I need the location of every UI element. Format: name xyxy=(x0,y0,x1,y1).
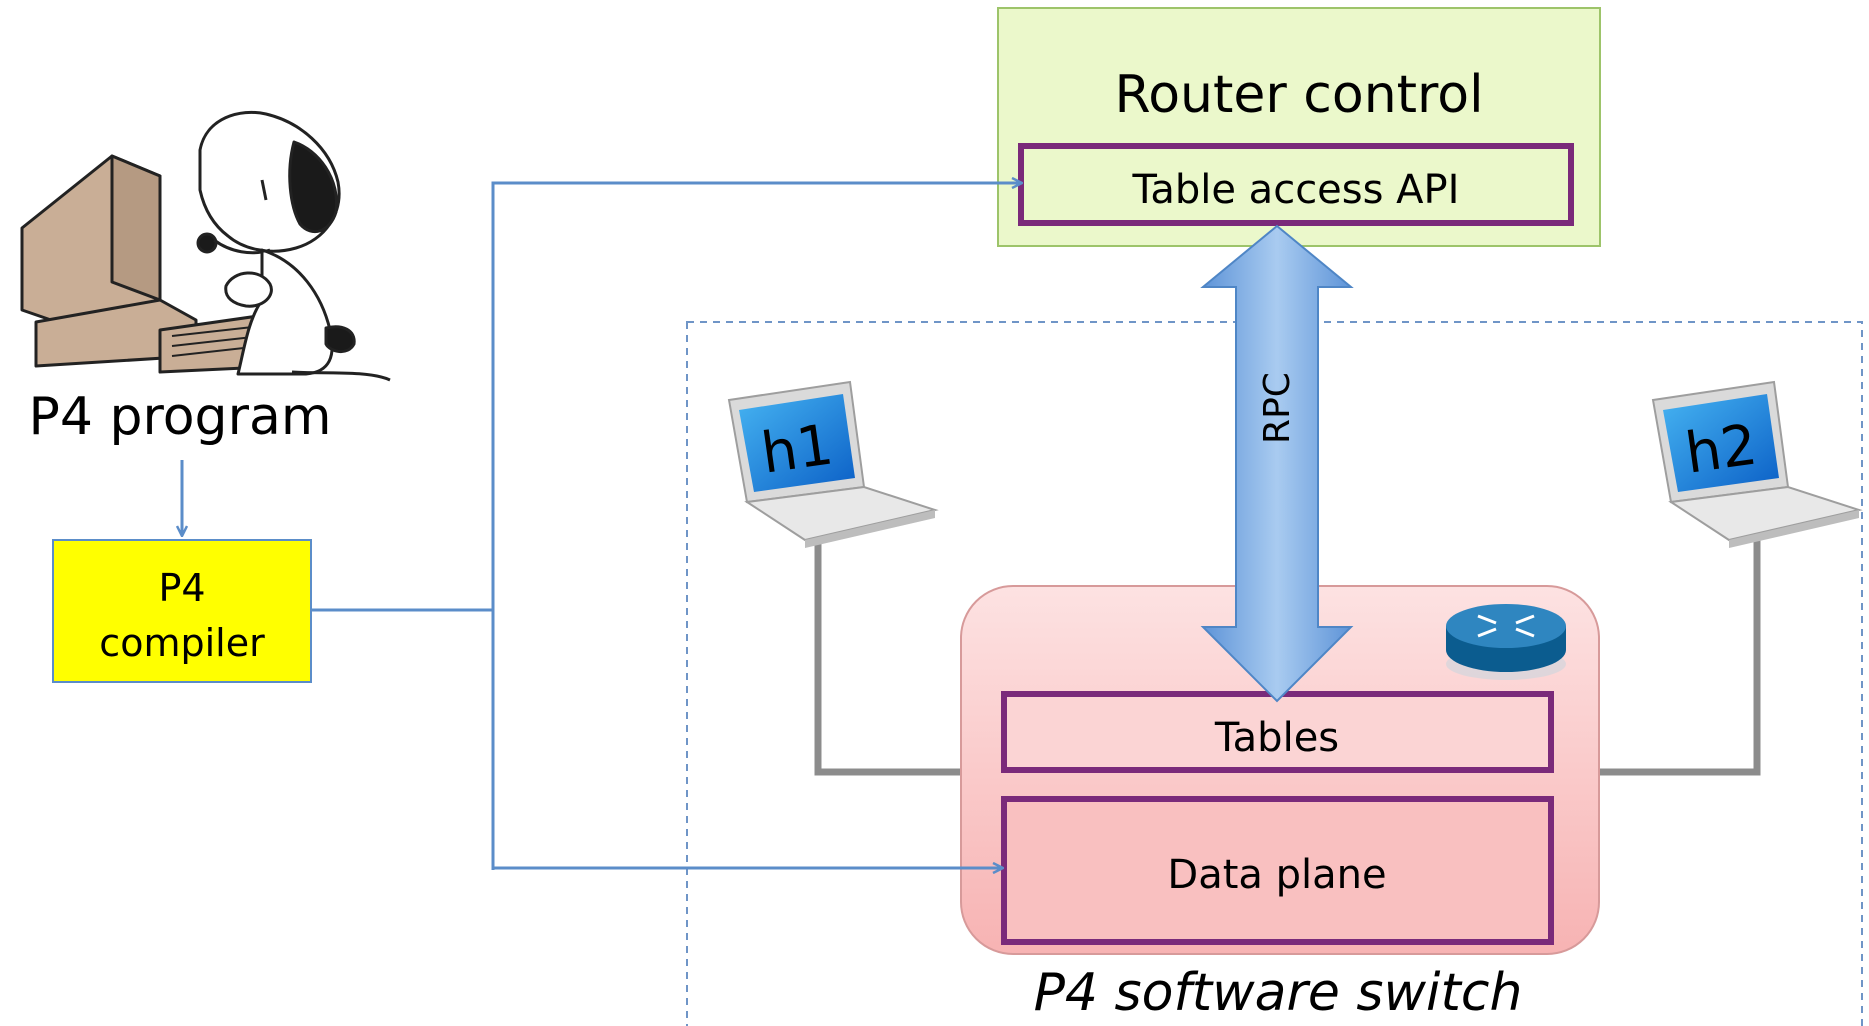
to-router-control-arrow xyxy=(491,183,1022,870)
data-plane-label: Data plane xyxy=(1167,852,1386,898)
router-icon xyxy=(1446,604,1566,680)
data-plane-box[interactable]: Data plane xyxy=(1001,796,1554,945)
rpc-label: RPC xyxy=(1257,372,1298,444)
rpc-double-arrow: RPC xyxy=(1200,224,1354,703)
router-control-title: Router control xyxy=(1114,65,1483,125)
switch-caption: P4 software switch xyxy=(1034,963,1523,1023)
tables-label: Tables xyxy=(1214,715,1339,761)
host-wires xyxy=(814,540,1761,776)
p4-compiler-box[interactable]: P4 compiler xyxy=(52,539,312,683)
p4-compiler-label-line1: P4 xyxy=(158,566,205,610)
programmer-illustration xyxy=(20,110,391,382)
table-access-api[interactable]: Table access API xyxy=(1018,143,1574,226)
flow-arrows xyxy=(182,183,1022,870)
p4-compiler-label-line2: compiler xyxy=(99,621,265,665)
host-h1-label: h1 xyxy=(757,412,836,486)
p4-program-label: P4 program xyxy=(29,387,332,447)
host-h2-label: h2 xyxy=(1681,412,1760,486)
host-h2[interactable]: h2 xyxy=(1651,380,1863,548)
host-h1[interactable]: h1 xyxy=(727,380,939,548)
tables-box[interactable]: Tables xyxy=(1001,691,1554,773)
table-access-api-label: Table access API xyxy=(1132,167,1460,213)
